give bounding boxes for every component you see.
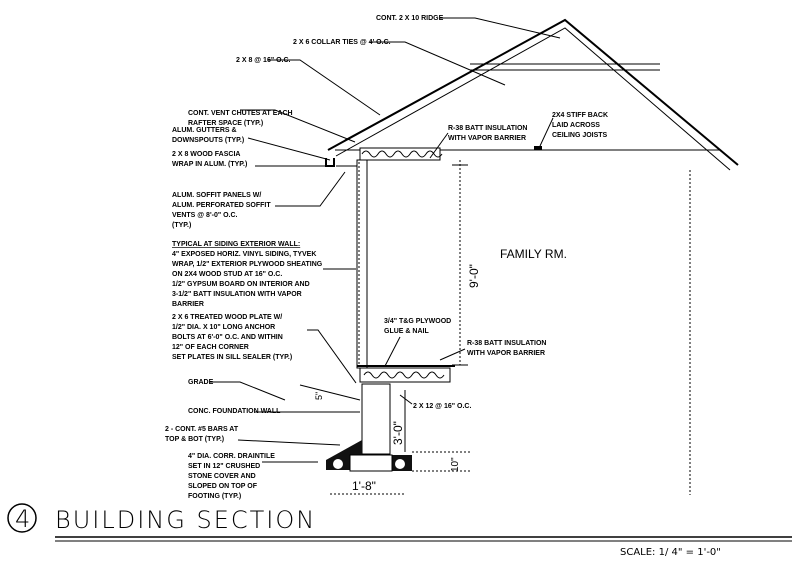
callout-plate: 12" OF EACH CORNER [172, 344, 249, 351]
callout-floor-insul: R-38 BATT INSULATION [467, 340, 546, 347]
stiff-back [534, 146, 542, 150]
ceiling-insulation [359, 147, 441, 161]
foundation-height-dimension: 3'-0" [391, 421, 405, 445]
callout-vent: CONT. VENT CHUTES AT EACH [188, 110, 293, 117]
roof-rafter-inner [335, 27, 731, 171]
callout-rafter: 2 X 8 @ 16" O.C. [236, 57, 291, 64]
callout-foundation: CONC. FOUNDATION WALL [188, 408, 281, 415]
callout-stiffback: CEILING JOISTS [552, 132, 608, 139]
callout-drain: 4" DIA. CORR. DRAINTILE [188, 453, 275, 460]
callout-soffit: ALUM. PERFORATED SOFFIT [172, 202, 271, 209]
callout-drain: STONE COVER AND [188, 473, 256, 480]
callout-grade: GRADE [188, 379, 214, 386]
callout-gutter: DOWNSPOUTS (TYP.) [172, 137, 244, 144]
callout-drain: FOOTING (TYP.) [188, 493, 241, 500]
footing-depth-dimension: 10" [450, 457, 461, 472]
callout-drain: SLOPED ON TOP OF [188, 483, 258, 490]
detail-number: 4 [15, 505, 30, 533]
grade-offset-dimension: 5" [314, 392, 324, 400]
floor-insulation [359, 367, 451, 383]
callout-bars: 2 - CONT. #5 BARS AT [165, 426, 239, 433]
callout-plywood: GLUE & NAIL [384, 328, 429, 335]
insulation-pattern [361, 150, 443, 158]
callout-joist: 2 X 12 @ 16" O.C. [413, 403, 471, 410]
foundation [299, 383, 470, 495]
gutter [325, 158, 335, 167]
callout-ridge: CONT. 2 X 10 RIDGE [376, 15, 444, 22]
draintile-right [395, 459, 405, 469]
callout-soffit: (TYP.) [172, 222, 191, 229]
callout-gutter: ALUM. GUTTERS & [172, 127, 237, 134]
detail-number-circle [7, 503, 37, 533]
floor [357, 365, 455, 383]
callout-ceiling-insul: R-38 BATT INSULATION [448, 125, 527, 132]
callout-stiffback: 2X4 STIFF BACK [552, 112, 608, 119]
callout-plate: 1/2" DIA. X 10" LONG ANCHOR [172, 324, 275, 331]
draintile-left [333, 459, 343, 469]
insulation-pattern [363, 371, 445, 379]
callout-wall: 4" EXPOSED HORIZ. VINYL SIDING, TYVEK [172, 251, 316, 258]
wall-height-dimension: 9'-0" [467, 264, 481, 288]
grade-line [299, 384, 361, 401]
scale-label: SCALE: 1/ 4" = 1'-0" [620, 547, 721, 558]
callout-wall: TYPICAL AT SIDING EXTERIOR WALL: [172, 241, 300, 248]
callout-wall: ON 2X4 WOOD STUD AT 16" O.C. [172, 271, 282, 278]
callout-wall: 1/2" GYPSUM BOARD ON INTERIOR AND [172, 281, 310, 288]
callout-drain: SET IN 12" CRUSHED [188, 463, 260, 470]
footing [349, 454, 393, 472]
foundation-wall [361, 383, 391, 455]
callout-stiffback: LAID ACROSS [552, 122, 600, 129]
room-label: FAMILY RM. [500, 247, 567, 261]
callout-fascia: WRAP IN ALUM. (TYP.) [172, 161, 247, 168]
callout-collar: 2 X 6 COLLAR TIES @ 4' O.C. [293, 39, 391, 46]
roof [325, 18, 739, 171]
callout-bars: TOP & BOT (TYP.) [165, 436, 224, 443]
callout-soffit: ALUM. SOFFIT PANELS W/ [172, 192, 261, 199]
callout-vent: RAFTER SPACE (TYP.) [188, 120, 263, 127]
callout-soffit: VENTS @ 8'-0" O.C. [172, 212, 238, 219]
leaders [210, 17, 561, 463]
footing-width-dimension: 1'-8" [352, 479, 376, 493]
callout-fascia: 2 X 8 WOOD FASCIA [172, 151, 240, 158]
callout-ceiling-insul: WITH VAPOR BARRIER [448, 135, 526, 142]
callout-plate: 2 X 6 TREATED WOOD PLATE W/ [172, 314, 282, 321]
callout-plate: SET PLATES IN SILL SEALER (TYP.) [172, 354, 292, 361]
drawing-title: BUILDING SECTION [55, 506, 316, 534]
callout-plate: BOLTS AT 6'-0" O.C. AND WITHIN [172, 334, 283, 341]
callout-wall: 3-1/2" BATT INSULATION WITH VAPOR [172, 291, 302, 298]
vent-chute [344, 71, 471, 141]
callout-labels: CONT. 2 X 10 RIDGE 2 X 6 COLLAR TIES @ 4'… [165, 15, 608, 500]
callout-floor-insul: WITH VAPOR BARRIER [467, 350, 545, 357]
callout-plywood: 3/4" T&G PLYWOOD [384, 318, 451, 325]
callout-wall: WRAP, 1/2" EXTERIOR PLYWOOD SHEATING [172, 261, 323, 268]
callout-wall: BARRIER [172, 301, 204, 308]
